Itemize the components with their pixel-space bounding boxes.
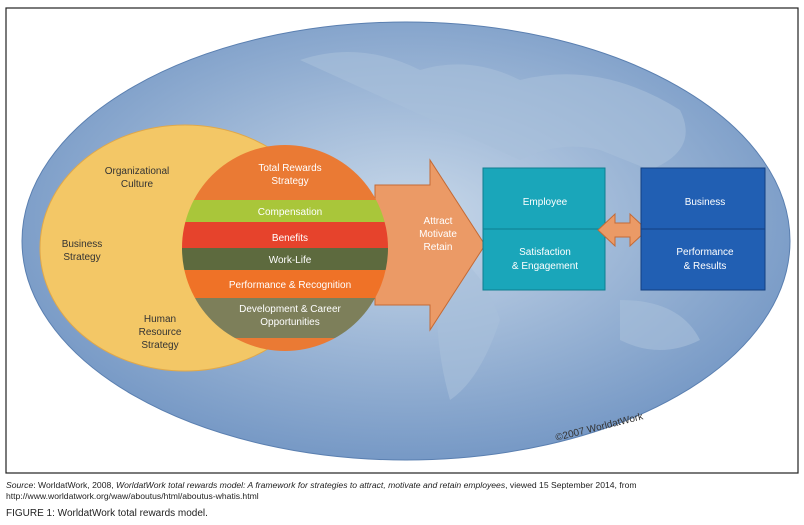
figure-caption: FIGURE 1: WorldatWork total rewards mode… [6,508,208,519]
source-title: WorldatWork total rewards model: A frame… [116,480,506,490]
circle-title: Total Rewards Strategy [258,163,322,187]
label-hr-strategy: Human Resource Strategy [138,314,182,351]
continents-shape [300,52,700,400]
source-label: Source [6,480,34,490]
band-benefits: Benefits [272,233,308,244]
source-note: Source: WorldatWork, 2008, WorldatWork t… [6,480,798,502]
employee-body-1: Satisfaction [519,247,571,258]
arrow-text-attract: Attract [424,216,453,227]
band-performance-recognition: Performance & Recognition [229,280,351,291]
business-body-1: Performance [676,247,734,258]
employee-title: Employee [523,197,568,208]
arrow-text-retain: Retain [424,242,453,253]
caption-text: WorldatWork total rewards model. [54,508,208,519]
caption-label: FIGURE 1: [6,508,55,519]
attract-arrow [374,158,486,332]
employee-body-2: & Engagement [512,261,578,272]
label-organizational-culture: Organizational Culture [104,166,170,190]
total-rewards-diagram: Attract Motivate Retain Compensation Ben… [5,7,799,474]
source-url: , viewed 15 September 2014, from http://… [6,480,637,501]
business-body-2: & Results [684,261,727,272]
band-work-life: Work-Life [269,255,312,266]
source-text: : WorldatWork, 2008, [33,480,117,490]
arrow-text-motivate: Motivate [419,229,457,240]
band-compensation: Compensation [258,207,322,218]
business-title: Business [685,197,726,208]
label-business-strategy: Business Strategy [61,239,103,263]
band-development: Development & Career Opportunities [239,304,341,328]
